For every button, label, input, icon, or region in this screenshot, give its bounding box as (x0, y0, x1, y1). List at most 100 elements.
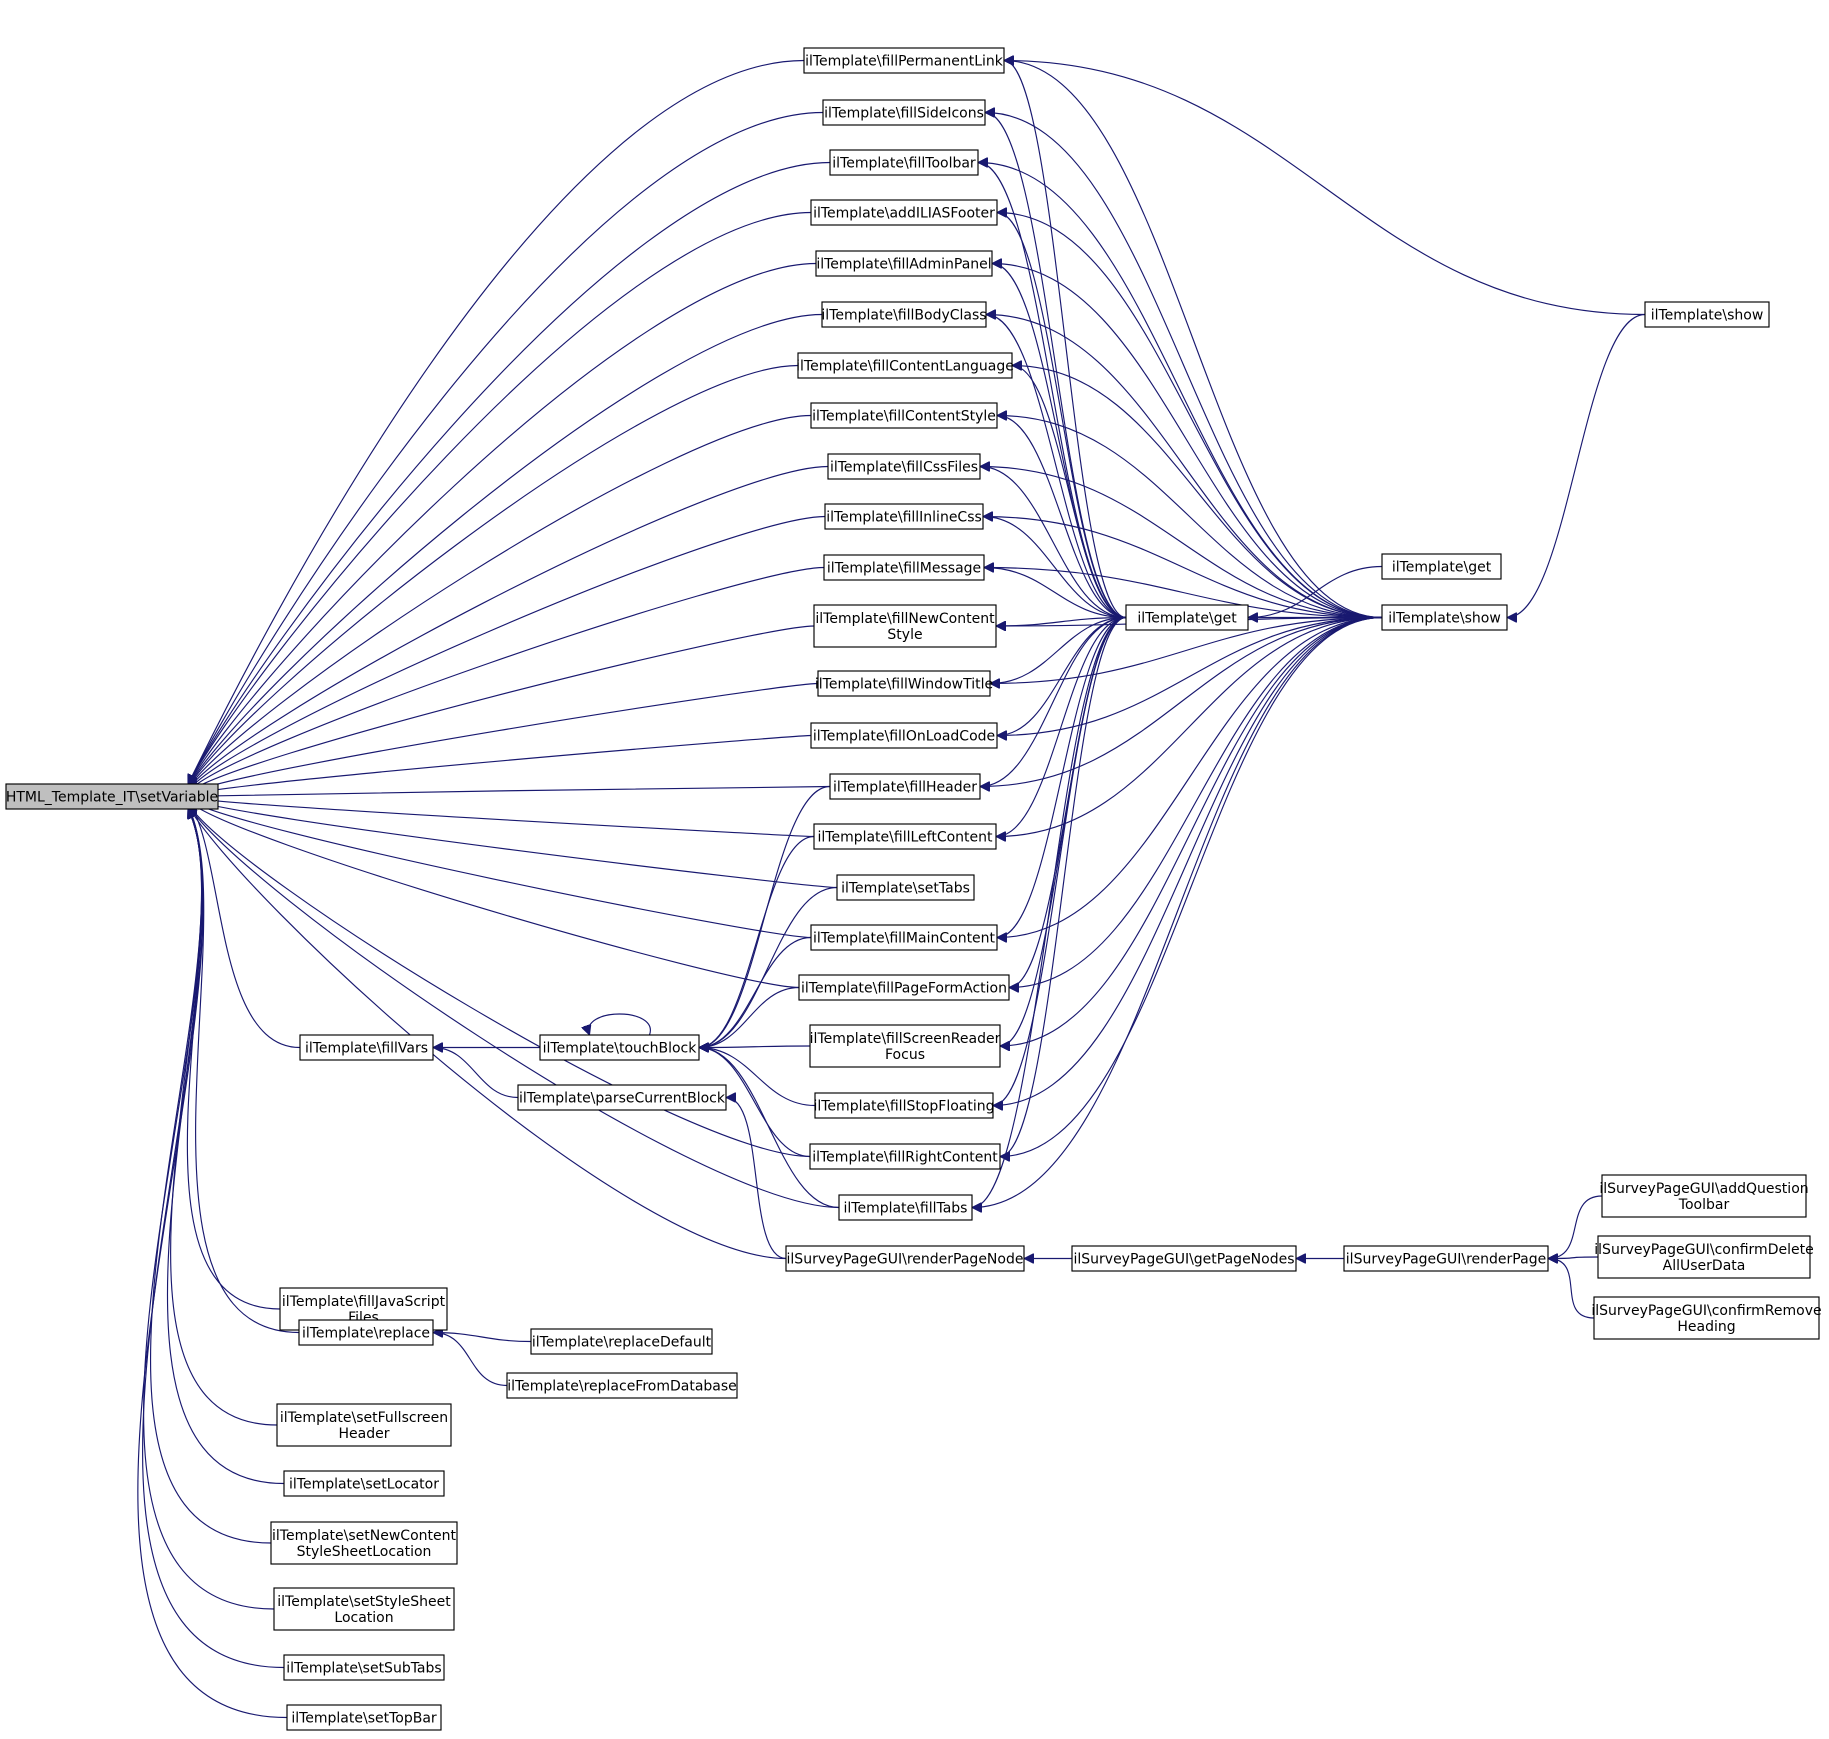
node-fillContentLanguage[interactable]: ilTemplate\fillContentLanguage (796, 352, 1014, 379)
edge-touchBlock-to-setTabs (699, 886, 838, 1048)
edge-renderPage-to-confirmDeleteAllUserData (1548, 1257, 1599, 1259)
node-label: ilTemplate\fillToolbar (832, 156, 976, 172)
edge-fillMessage-to-get1 (984, 568, 1127, 619)
node-fillOnLoadCode[interactable]: ilTemplate\fillOnLoadCode (810, 722, 998, 749)
node-renderPageNode[interactable]: ilSurveyPageGUI\renderPageNode (785, 1245, 1025, 1272)
node-box (815, 250, 993, 277)
node-box (810, 722, 998, 749)
node-fillStopFloating[interactable]: ilTemplate\fillStopFloating (813, 1092, 995, 1119)
node-replaceFromDatabase[interactable]: ilTemplate\replaceFromDatabase (506, 1372, 738, 1399)
edge-addILIASFooter-to-show1 (997, 213, 1383, 619)
node-box (298, 1319, 434, 1346)
node-fillRightContent[interactable]: ilTemplate\fillRightContent (809, 1143, 1001, 1170)
edge-setVariable-to-fillSideIcons (187, 111, 824, 785)
node-box (810, 199, 998, 226)
edge-setVariable-to-fillVars (188, 802, 301, 1049)
node-label: ilTemplate\show (1388, 611, 1501, 627)
node-get2[interactable]: ilTemplate\get (1381, 553, 1502, 580)
node-label: ilSurveyPageGUI\getPageNodes (1073, 1252, 1294, 1268)
edge-setVariable-to-fillBodyClass (188, 313, 823, 787)
node-fillWindowTitle[interactable]: ilTemplate\fillWindowTitle (815, 670, 993, 697)
node-fillTabs[interactable]: ilTemplate\fillTabs (838, 1194, 973, 1221)
node-fillMessage[interactable]: ilTemplate\fillMessage (823, 554, 985, 581)
edge-fillStopFloating-to-get1 (993, 616, 1127, 1106)
edge-fillTabs-to-get1 (972, 616, 1127, 1208)
edge-touchBlock-to-fillStopFloating (699, 1048, 816, 1107)
node-fillPermanentLink[interactable]: ilTemplate\fillPermanentLink (803, 47, 1005, 74)
node-show1[interactable]: ilTemplate\show (1381, 604, 1508, 631)
node-setNewContentStyleSheetLocation[interactable]: ilTemplate\setNewContentStyleSheetLocati… (270, 1521, 458, 1565)
edge-fillCssFiles-to-show1 (980, 467, 1383, 619)
node-setTabs[interactable]: ilTemplate\setTabs (836, 874, 975, 901)
node-box (539, 1034, 700, 1061)
node-fillAdminPanel[interactable]: ilTemplate\fillAdminPanel (815, 250, 993, 277)
node-label: ilTemplate\parseCurrentBlock (519, 1091, 726, 1107)
node-fillBodyClass[interactable]: ilTemplate\fillBodyClass (821, 301, 987, 328)
edge-setVariable-to-setTopBar (137, 809, 288, 1719)
node-getPageNodes[interactable]: ilSurveyPageGUI\getPageNodes (1071, 1245, 1297, 1272)
node-fillLeftContent[interactable]: ilTemplate\fillLeftContent (813, 823, 997, 850)
node-label: AllUserData (1663, 1258, 1746, 1274)
node-setSubTabs[interactable]: ilTemplate\setSubTabs (283, 1654, 445, 1681)
node-box (1343, 1245, 1549, 1272)
edge-setVariable-to-fillContentLanguage (188, 364, 799, 788)
node-box (1593, 1296, 1820, 1340)
node-fillPageFormAction[interactable]: ilTemplate\fillPageFormAction (798, 974, 1010, 1001)
node-fillHeader[interactable]: ilTemplate\fillHeader (829, 773, 981, 800)
edge-fillMessage-to-show1 (984, 568, 1383, 619)
node-fillInlineCss[interactable]: ilTemplate\fillInlineCss (824, 503, 984, 530)
node-label: ilSurveyPageGUI\renderPage (1346, 1252, 1546, 1268)
edge-fillContentLanguage-to-show1 (1012, 366, 1383, 619)
edge-fillStopFloating-to-show1 (993, 616, 1383, 1106)
edge-addILIASFooter-to-get1 (997, 213, 1127, 619)
node-renderPage[interactable]: ilSurveyPageGUI\renderPage (1343, 1245, 1549, 1272)
node-label: ilTemplate\fillInlineCss (826, 510, 982, 526)
edge-fillContentStyle-to-get1 (997, 416, 1127, 619)
node-label: ilSurveyPageGUI\confirmRemove (1591, 1303, 1821, 1319)
node-touchBlock[interactable]: ilTemplate\touchBlock (539, 1034, 700, 1061)
node-addILIASFooter[interactable]: ilTemplate\addILIASFooter (810, 199, 998, 226)
node-label: ilTemplate\setSubTabs (286, 1661, 441, 1677)
node-replace[interactable]: ilTemplate\replace (298, 1319, 434, 1346)
node-setVariable[interactable]: HTML_Template_IT\setVariable (5, 783, 219, 810)
edge-touchBlock-to-fillLeftContent (699, 835, 815, 1048)
edge-fillRightContent-to-show1 (1000, 616, 1383, 1157)
node-label: ilTemplate\fillMessage (827, 561, 981, 577)
edge-fillPermanentLink-to-show1 (1004, 61, 1383, 619)
node-parseCurrentBlock[interactable]: ilTemplate\parseCurrentBlock (517, 1084, 727, 1111)
node-box (810, 402, 998, 429)
edge-fillAdminPanel-to-show1 (992, 264, 1383, 619)
node-label: ilTemplate\fillMainContent (813, 931, 996, 947)
edge-fillOnLoadCode-to-show1 (997, 616, 1383, 736)
node-box (822, 99, 986, 126)
edge-setVariable-to-fillLeftContent (188, 797, 815, 838)
node-fillVars[interactable]: ilTemplate\fillVars (299, 1034, 434, 1061)
edge-fillLeftContent-to-get1 (996, 616, 1127, 837)
edge-touchBlock-to-fillTabs (699, 1048, 840, 1209)
node-setLocator[interactable]: ilTemplate\setLocator (283, 1470, 445, 1497)
edge-fillContentLanguage-to-get1 (1012, 366, 1127, 619)
node-box (797, 352, 1013, 379)
node-get1[interactable]: ilTemplate\get (1125, 604, 1249, 631)
node-replaceDefault[interactable]: ilTemplate\replaceDefault (530, 1328, 713, 1355)
node-setTopBar[interactable]: ilTemplate\setTopBar (286, 1704, 442, 1731)
node-show2[interactable]: ilTemplate\show (1644, 301, 1770, 328)
node-label: ilTemplate\fillBodyClass (821, 308, 986, 324)
edge-setVariable-to-fillPermanentLink (188, 59, 805, 785)
edge-parseCurrentBlock-to-renderPageNode (725, 1098, 787, 1260)
node-fillMainContent[interactable]: ilTemplate\fillMainContent (810, 924, 998, 951)
node-label: Location (334, 1610, 393, 1626)
node-fillCssFiles[interactable]: ilTemplate\fillCssFiles (827, 453, 981, 480)
node-box (813, 823, 997, 850)
node-box (276, 1403, 452, 1447)
node-fillContentStyle[interactable]: ilTemplate\fillContentStyle (810, 402, 998, 429)
node-fillToolbar[interactable]: ilTemplate\fillToolbar (829, 149, 979, 176)
node-fillSideIcons[interactable]: ilTemplate\fillSideIcons (822, 99, 986, 126)
